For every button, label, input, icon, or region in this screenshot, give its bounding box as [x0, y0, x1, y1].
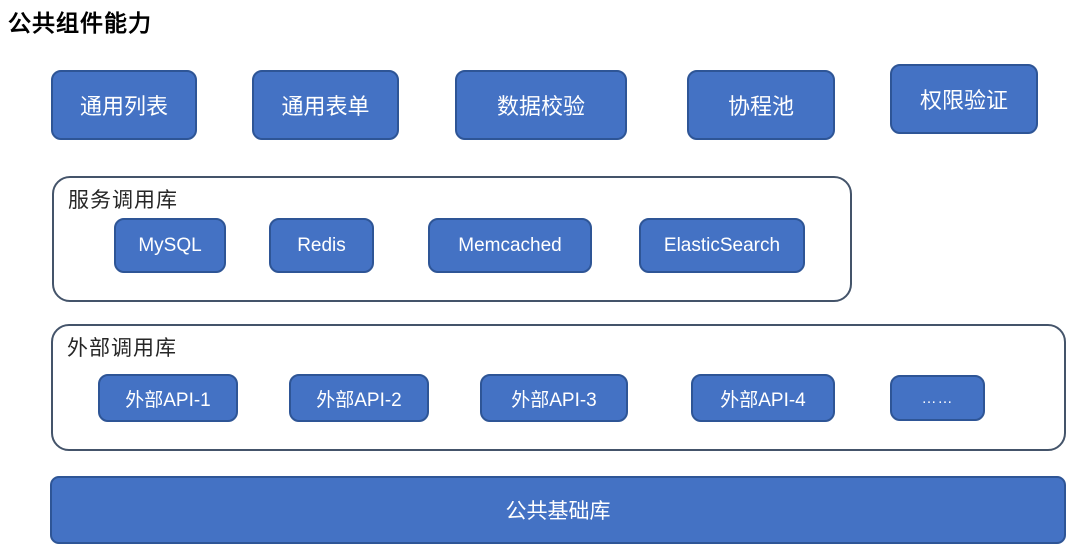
box-external-api-1: 外部API-1	[98, 374, 238, 422]
box-common-base-library: 公共基础库	[50, 476, 1066, 544]
box-ellipsis: ……	[890, 375, 985, 421]
box-data-validation: 数据校验	[455, 70, 627, 140]
box-external-api-2: 外部API-2	[289, 374, 429, 422]
box-memcached: Memcached	[428, 218, 592, 273]
diagram-title: 公共组件能力	[8, 10, 152, 36]
service-call-library-label: 服务调用库	[68, 189, 178, 212]
external-call-library-label: 外部调用库	[67, 337, 177, 360]
box-external-api-3: 外部API-3	[480, 374, 628, 422]
box-coroutine-pool: 协程池	[687, 70, 835, 140]
box-permission-verification: 权限验证	[890, 64, 1038, 134]
box-generic-form: 通用表单	[252, 70, 399, 140]
external-call-library-group: 外部调用库 外部API-1 外部API-2 外部API-3 外部API-4 ……	[51, 324, 1066, 451]
box-mysql: MySQL	[114, 218, 226, 273]
box-elasticsearch: ElasticSearch	[639, 218, 805, 273]
box-generic-list: 通用列表	[51, 70, 197, 140]
box-redis: Redis	[269, 218, 374, 273]
service-call-library-group: 服务调用库 MySQL Redis Memcached ElasticSearc…	[52, 176, 852, 302]
box-external-api-4: 外部API-4	[691, 374, 835, 422]
